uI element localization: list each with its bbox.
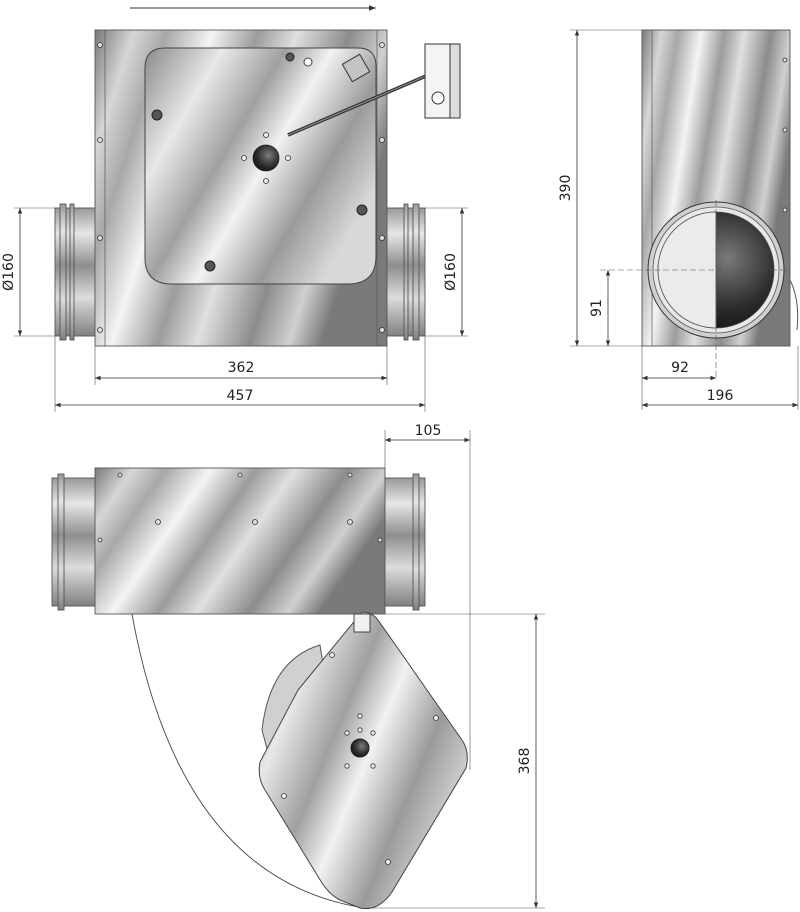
dim-door-swing: 368 bbox=[517, 748, 533, 775]
dim-right-diameter: Ø160 bbox=[443, 253, 459, 291]
front-hub bbox=[252, 144, 280, 172]
dim-spigot-offset: 92 bbox=[671, 360, 689, 376]
dim-total-width: 457 bbox=[227, 388, 254, 404]
dim-side-depth: 196 bbox=[707, 388, 734, 404]
front-knob bbox=[356, 204, 368, 216]
front-knob bbox=[285, 52, 295, 62]
door-swing-arc bbox=[131, 613, 366, 909]
dim-inner-width: 362 bbox=[228, 360, 255, 376]
front-dimensions: 362 457 Ø160 Ø160 bbox=[1, 207, 468, 412]
front-cable-bracket bbox=[341, 53, 371, 83]
front-knob bbox=[151, 109, 163, 121]
side-dimensions: 390 91 92 196 bbox=[558, 29, 799, 410]
front-right-spigot bbox=[379, 203, 426, 341]
dim-side-height: 390 bbox=[558, 175, 574, 202]
top-open-door bbox=[258, 611, 468, 910]
front-knob bbox=[204, 260, 216, 272]
top-view bbox=[51, 467, 468, 910]
dim-spigot-height: 91 bbox=[589, 299, 605, 317]
side-view bbox=[600, 29, 799, 380]
top-housing bbox=[94, 467, 386, 615]
side-spigot bbox=[647, 201, 785, 339]
front-left-spigot bbox=[54, 203, 98, 341]
dim-left-diameter: Ø160 bbox=[1, 253, 17, 291]
front-view bbox=[54, 5, 461, 347]
top-door-hub bbox=[350, 738, 370, 758]
front-controller-box bbox=[424, 43, 461, 119]
top-dimensions: 105 368 bbox=[365, 423, 545, 909]
dim-door-offset: 105 bbox=[415, 423, 442, 439]
